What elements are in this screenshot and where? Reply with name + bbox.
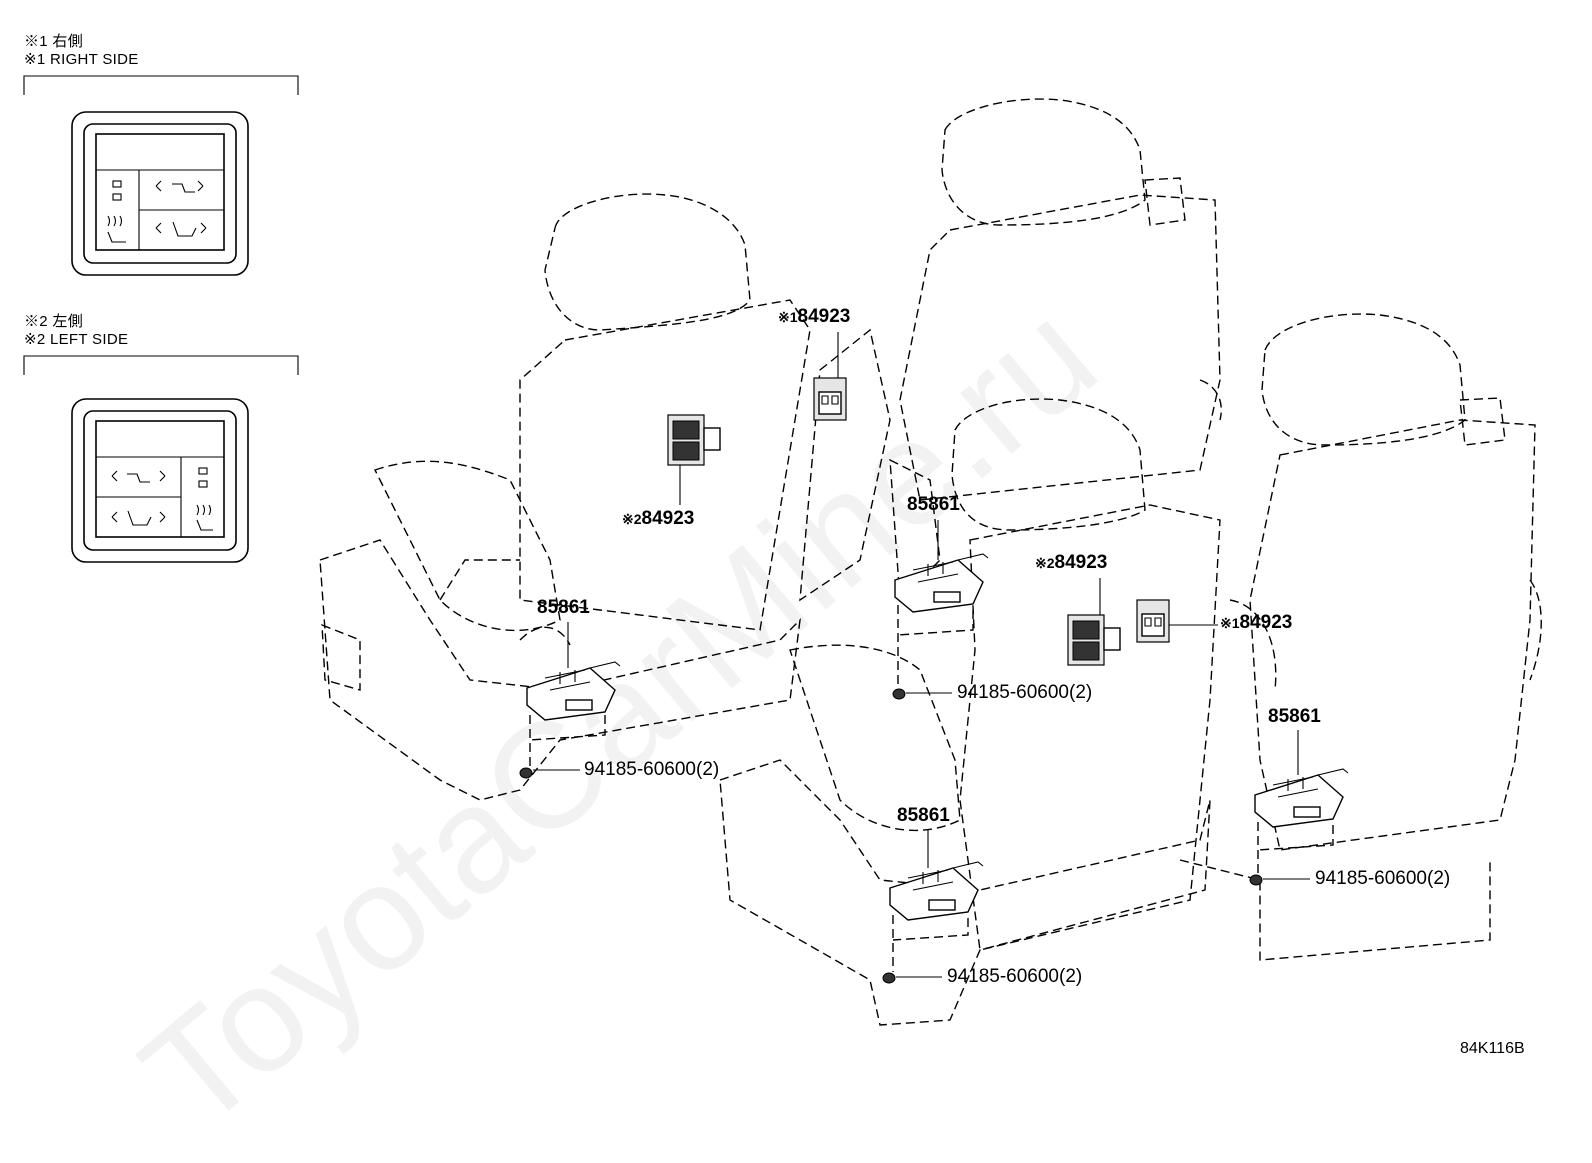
legend-right-bracket [23, 75, 299, 95]
label-module-seat3: 85861 [897, 805, 950, 826]
nut-seat3-icon [882, 972, 942, 984]
seat-heater-icon [107, 215, 126, 243]
legend-right-mark-en: ※1 [24, 51, 46, 68]
seat-heater-icon-left [196, 504, 213, 531]
recline-icon-left [111, 510, 166, 526]
module-85861-seat1 [526, 622, 621, 775]
module-85861-seat3 [889, 830, 984, 972]
switch-84923-seat3 [1067, 578, 1121, 666]
label-mark: ※2 [1035, 555, 1055, 571]
switch-84923-seat1 [667, 414, 721, 505]
part-number: 84923 [1239, 612, 1293, 633]
label-module-seat1: 85861 [537, 597, 590, 618]
seat-3-outline [719, 398, 1221, 1026]
switch-84923-seat2 [813, 332, 847, 421]
legend-left-jp: 左側 [52, 313, 84, 330]
legend-left-title: ※2 左側 ※2 LEFT SIDE [24, 313, 128, 349]
label-nut-seat1: 94185-60600(2) [584, 759, 720, 780]
label-switch-right-top: ※184923 [778, 306, 850, 328]
legend-right-jp: 右側 [52, 33, 84, 50]
part-number: 84923 [1054, 552, 1108, 573]
label-mark: ※1 [1220, 615, 1240, 631]
recline-icon [155, 221, 207, 237]
seat-4-outline [1179, 313, 1542, 961]
seat-diagram [23, 75, 1542, 1026]
seat-2-outline [799, 98, 1222, 602]
label-mark: ※2 [622, 511, 642, 527]
nut-seat1-icon [519, 767, 580, 779]
nut-seat2-icon [892, 688, 952, 700]
figure-code: 84K116B [1460, 1040, 1525, 1057]
label-nut-seat2: 94185-60600(2) [957, 682, 1093, 703]
module-85861-seat4 [1254, 730, 1349, 875]
module-85861-seat2 [894, 520, 989, 690]
legend-right-mark-jp: ※1 [24, 33, 48, 50]
label-module-seat4: 85861 [1268, 706, 1321, 727]
ottoman-icon-left [111, 470, 166, 483]
label-nut-seat4: 94185-60600(2) [1315, 868, 1451, 889]
label-switch-left-top: ※284923 [622, 508, 694, 530]
legend-right-title: ※1 右側 ※1 RIGHT SIDE [24, 33, 139, 69]
label-switch-left-mid: ※284923 [1035, 552, 1107, 574]
part-number: 84923 [797, 306, 851, 327]
switch-panel-right-icon [71, 111, 249, 276]
switch-panel-left-icon [71, 398, 249, 563]
ottoman-icon [155, 180, 204, 193]
label-mark: ※1 [778, 309, 798, 325]
legend-right-en: RIGHT SIDE [49, 51, 139, 68]
label-switch-right-mid: ※184923 [1220, 612, 1292, 634]
label-nut-seat3: 94185-60600(2) [947, 966, 1083, 987]
legend-left-en: LEFT SIDE [49, 331, 129, 348]
legend-left-mark-jp: ※2 [24, 313, 48, 330]
seat-1-outline [319, 193, 811, 801]
nut-seat4-icon [1249, 874, 1310, 886]
label-module-seat2: 85861 [907, 494, 960, 515]
legend-left-mark-en: ※2 [24, 331, 46, 348]
legend-left-bracket [23, 355, 299, 375]
part-number: 84923 [641, 508, 695, 529]
switch-84923-seat4 [1136, 599, 1218, 643]
